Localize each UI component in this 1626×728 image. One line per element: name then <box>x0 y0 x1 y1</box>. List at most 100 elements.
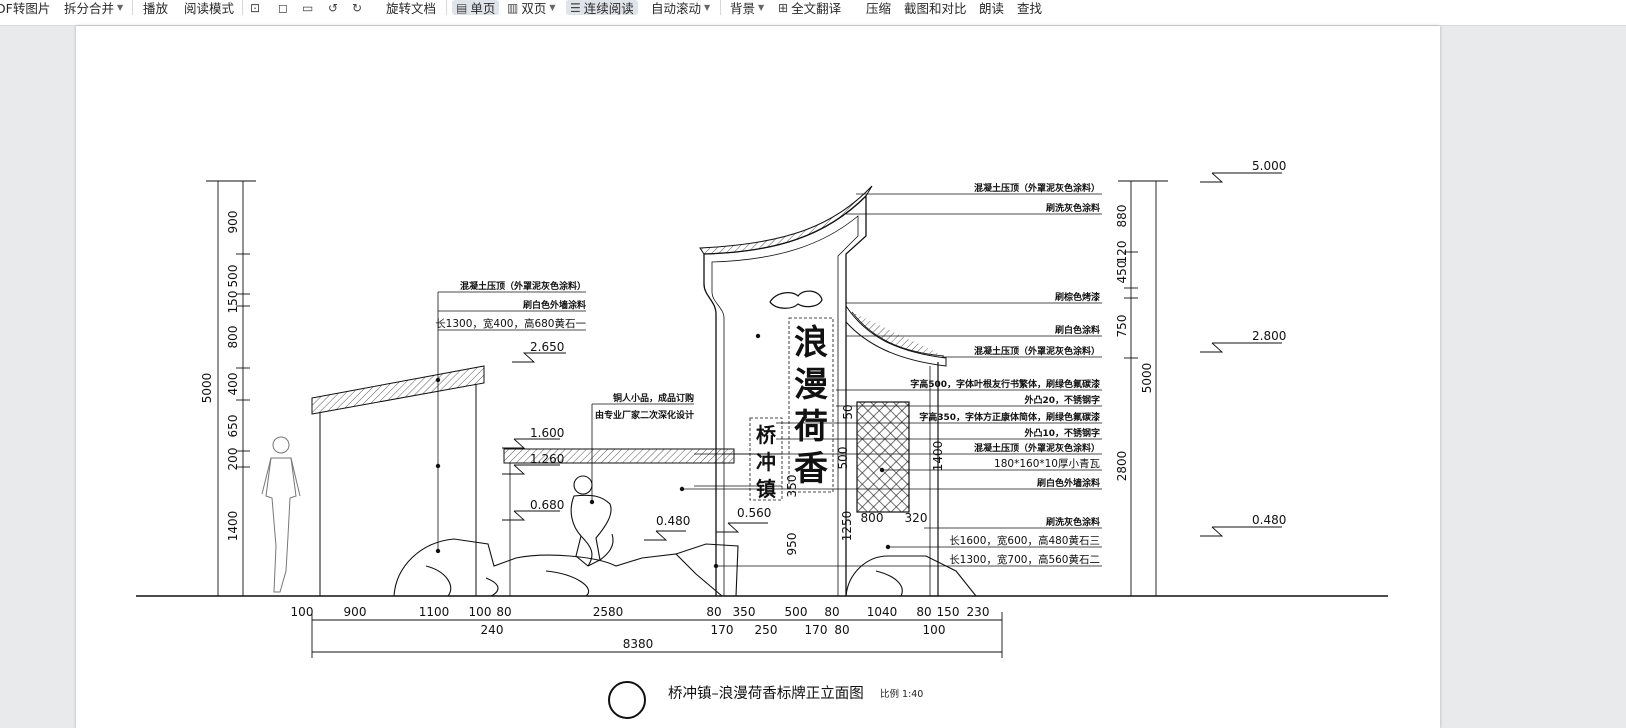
bottom-dim-500: 500 <box>785 605 808 619</box>
left-note-rock: 长1300，宽400，高680黄石一 <box>435 317 586 330</box>
left-annotation-leaders <box>437 291 782 551</box>
level-0560: 0.560 <box>737 506 771 520</box>
right-note-7: 外凸20，不锈钢字 <box>1023 394 1100 406</box>
elevation-drawing: 900 500 150 800 400 650 200 1400 5000 <box>136 159 1388 658</box>
human-scale-figure <box>261 436 301 593</box>
read-aloud-label: 朗读 <box>979 1 1005 16</box>
left-dim-200: 200 <box>226 448 240 471</box>
compress-button[interactable]: 压缩 <box>866 0 891 16</box>
split-merge-button[interactable]: 拆分合并▼ <box>64 0 124 16</box>
low-wall <box>503 448 735 596</box>
right-note-13: 刷洗灰色涂料 <box>1046 516 1100 528</box>
screenshot-compare-button[interactable]: 截图和对比 <box>904 0 967 16</box>
rotate-right-button[interactable]: ↻ <box>352 0 362 15</box>
auto-scroll-button[interactable]: 自动滚动▼ <box>651 0 710 16</box>
fit-width-button[interactable]: ▭ <box>302 0 313 15</box>
bottom-dim-80a: 80 <box>496 605 511 619</box>
continuous-reading-button[interactable]: ☰连续阅读 <box>566 0 638 16</box>
yellow-rocks <box>393 538 977 597</box>
right-note-6: 字高500，字体叶根友行书繁体，刷绿色氟碳漆 <box>910 378 1100 390</box>
right-note-11: 180*160*10厚小青瓦 <box>994 457 1100 470</box>
bottom-dim-1100: 1100 <box>419 605 450 619</box>
reading-mode-label: 阅读模式 <box>184 1 235 16</box>
left-level-markers <box>502 352 768 541</box>
document-page: 900 500 150 800 400 650 200 1400 5000 <box>76 26 1440 728</box>
drawing-title-block: 桥冲镇–浪漫荷香标牌正立面图 比例 1:40 <box>608 681 1028 721</box>
chevron-down-icon: ▼ <box>549 3 556 12</box>
level-2800: 2.800 <box>1252 329 1286 343</box>
level-1260: 1.260 <box>530 452 564 466</box>
pdf-to-image-label: DF转图片 <box>0 1 51 16</box>
main-sign-wall <box>699 185 947 596</box>
right-dim-880: 880 <box>1115 205 1129 228</box>
continuous-reading-icon: ☰ <box>570 0 581 15</box>
right-note-12: 刷白色外墙涂料 <box>1037 477 1100 489</box>
background-label: 背景 <box>730 1 756 16</box>
bottom-dim-80d: 80 <box>916 605 931 619</box>
level-0680: 0.680 <box>530 498 564 512</box>
play-button[interactable]: 播放 <box>143 0 169 16</box>
toolbar-divider <box>242 0 243 15</box>
bottom-dim-80c: 80 <box>824 605 839 619</box>
reader-toolbar: DF转图片 拆分合并▼ 播放 阅读模式 ⊡ ◻ ▭ ↺ ↻ 旋转文档 ▤单页 ▥… <box>0 0 1626 26</box>
left-dim-150: 150 <box>226 291 240 314</box>
right-annotation-dots <box>679 333 891 569</box>
bottom-dim-170b: 170 <box>805 623 828 637</box>
auto-scroll-label: 自动滚动 <box>651 1 702 16</box>
rotate-document-button[interactable]: 旋转文档 <box>386 0 436 16</box>
right-note-2: 刷洗灰色涂料 <box>1046 202 1100 214</box>
full-translate-label: 全文翻译 <box>791 1 842 16</box>
right-dim-120: 120 <box>1115 241 1129 264</box>
inner-dim-1400: 1400 <box>931 441 945 472</box>
pdf-to-image-button[interactable]: DF转图片 <box>0 0 51 16</box>
fit-width-icon: ▭ <box>302 0 314 15</box>
right-note-8: 字高350，字体方正康体简体，刷绿色氟碳漆 <box>919 411 1100 423</box>
reading-mode-button[interactable]: 阅读模式 <box>184 0 235 16</box>
bottom-dimension-chain <box>311 612 1003 658</box>
bottom-dim-80b: 80 <box>706 605 721 619</box>
level-0480-mid: 0.480 <box>656 514 690 528</box>
toolbar-divider <box>446 0 447 15</box>
bottom-dim-100b: 100 <box>469 605 492 619</box>
two-page-button[interactable]: ▥双页▼ <box>507 0 556 17</box>
full-translate-button[interactable]: ⊞全文翻译 <box>778 0 842 17</box>
bottom-dim-80e: 80 <box>834 623 849 637</box>
toolbar-divider <box>720 0 721 15</box>
inner-dim-50: 50 <box>841 404 855 419</box>
left-dim-800: 800 <box>226 326 240 349</box>
bottom-dim-150: 150 <box>937 605 960 619</box>
right-note-10: 混凝土压顶（外罩泥灰色涂料） <box>974 442 1100 454</box>
inner-dim-950: 950 <box>785 533 799 556</box>
level-1600: 1.600 <box>530 426 564 440</box>
bottom-dim-total: 8380 <box>623 637 654 651</box>
bottom-dim-2580: 2580 <box>593 605 624 619</box>
right-dimension-chain <box>1118 180 1168 597</box>
find-button[interactable]: 查找 <box>1017 0 1042 16</box>
single-page-button[interactable]: ▤单页 <box>452 0 500 16</box>
fit-page-button[interactable]: ◻ <box>278 0 288 15</box>
split-merge-label: 拆分合并 <box>64 1 115 16</box>
sign-char-lang: 浪 <box>794 323 828 363</box>
right-note-4: 刷白色涂料 <box>1055 324 1100 336</box>
sign-char-man: 漫 <box>794 365 828 405</box>
left-note-paint: 刷白色外墙涂料 <box>523 299 586 311</box>
rotate-right-icon: ↻ <box>352 0 363 15</box>
inner-dim-800: 800 <box>861 511 884 525</box>
chevron-down-icon: ▼ <box>117 3 124 12</box>
right-note-14: 长1600，宽600，高480黄石三 <box>949 534 1100 547</box>
left-dimension-chain <box>206 180 256 597</box>
sign-char-xiang: 香 <box>794 449 828 489</box>
right-note-15: 长1300，宽700，高560黄石二 <box>949 553 1100 566</box>
read-aloud-button[interactable]: 朗读 <box>979 0 1005 16</box>
right-dim-750: 750 <box>1115 315 1129 338</box>
right-note-1: 混凝土压顶（外罩泥灰色涂料） <box>974 182 1100 194</box>
drawing-title: 桥冲镇–浪漫荷香标牌正立面图 <box>668 686 864 702</box>
rotate-left-button[interactable]: ↺ <box>328 0 338 15</box>
sign-small-char-qiao: 桥 <box>756 423 777 447</box>
inner-dim-1250: 1250 <box>840 511 854 542</box>
left-dim-1400: 1400 <box>226 511 240 542</box>
background-button[interactable]: 背景▼ <box>730 0 764 16</box>
drawing-scale: 比例 1:40 <box>880 689 924 700</box>
actual-size-button[interactable]: ⊡ <box>250 0 260 15</box>
play-label: 播放 <box>143 1 169 16</box>
